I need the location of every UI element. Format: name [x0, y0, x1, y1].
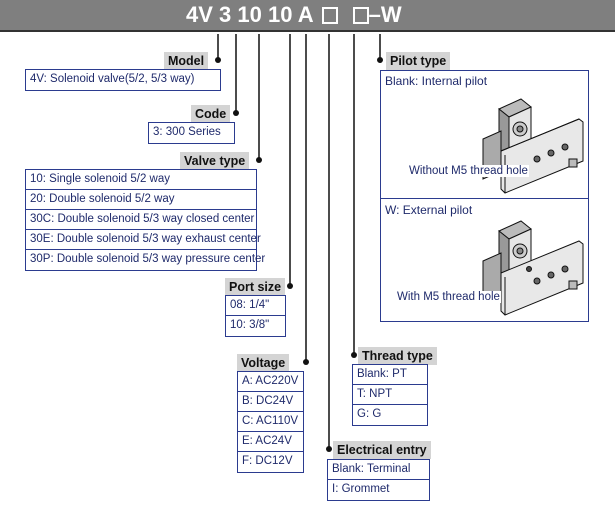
valve-type-item: 30E: Double solenoid 5/3 way exhaust cen…: [26, 230, 261, 250]
connector-dot-electrical-entry: [326, 446, 332, 452]
code-placeholder-box-1: [321, 6, 338, 24]
connector-dot-voltage: [303, 359, 309, 365]
thread-type-item: Blank: PT: [353, 365, 427, 385]
model-code-suffix: –W: [368, 2, 402, 27]
voltage-item: B: DC24V: [238, 392, 303, 412]
code-bar-underline: [0, 30, 615, 32]
electrical-entry-box: Blank: Terminal I: Grommet: [327, 459, 430, 501]
external-pilot-valve-image: [482, 220, 584, 316]
connector-dot-pilot-type: [377, 57, 383, 63]
thread-type-item: T: NPT: [353, 385, 427, 405]
internal-pilot-title: Blank: Internal pilot: [385, 74, 488, 88]
valve-type-item: 20: Double solenoid 5/2 way: [26, 190, 256, 210]
connector-dot-valve-type: [256, 157, 262, 163]
connector-dot-model: [215, 57, 221, 63]
port-size-item: 10: 3/8": [230, 319, 270, 331]
valve-type-header: Valve type: [180, 152, 250, 170]
pilot-type-box: Blank: Internal pilot Without M5 thread …: [380, 70, 589, 322]
electrical-entry-item: I: Grommet: [332, 483, 390, 495]
voltage-item: A: AC220V: [238, 372, 303, 392]
model-code: 4V 3 10 10 A –W: [186, 2, 402, 28]
electrical-entry-item: Blank: Terminal: [328, 460, 429, 480]
connector-dot-thread-type: [351, 352, 357, 358]
voltage-item: E: AC24V: [238, 432, 303, 452]
valve-type-box: 10: Single solenoid 5/2 way 20: Double s…: [25, 169, 266, 271]
model-code-prefix: 4V 3 10 10 A: [186, 2, 314, 27]
port-size-box: 08: 1/4" 10: 3/8": [225, 295, 286, 337]
voltage-item: C: AC110V: [238, 412, 303, 432]
valve-type-item: 10: Single solenoid 5/2 way: [26, 170, 256, 190]
port-size-header: Port size: [225, 278, 286, 296]
internal-pilot-valve-image: [482, 98, 584, 194]
code-placeholder-box-2: [352, 6, 369, 24]
connector-dot-port-size: [287, 283, 293, 289]
external-pilot-caption: With M5 thread hole: [396, 291, 501, 303]
code-item: 3: 300 Series: [153, 126, 221, 138]
valve-type-item: 30P: Double solenoid 5/3 way pressure ce…: [30, 253, 266, 265]
electrical-entry-header: Electrical entry: [333, 441, 431, 459]
thread-type-header: Thread type: [358, 347, 437, 365]
code-box: 3: 300 Series: [148, 122, 235, 144]
model-header: Model: [164, 52, 209, 70]
pilot-type-header: Pilot type: [386, 52, 451, 70]
external-pilot-title: W: External pilot: [385, 203, 473, 217]
valve-type-item: 30C: Double solenoid 5/3 way closed cent…: [26, 210, 256, 230]
thread-type-item: G: G: [357, 408, 382, 420]
voltage-header: Voltage: [237, 354, 290, 372]
model-item: 4V: Solenoid valve(5/2, 5/3 way): [30, 73, 195, 85]
code-bar: [0, 0, 615, 30]
thread-type-box: Blank: PT T: NPT G: G: [352, 364, 428, 426]
voltage-box: A: AC220V B: DC24V C: AC110V E: AC24V F:…: [237, 371, 304, 473]
pilot-type-divider: [381, 198, 588, 199]
port-size-item: 08: 1/4": [226, 296, 285, 316]
connector-dot-code: [233, 110, 239, 116]
code-header: Code: [191, 105, 231, 123]
voltage-item: F: DC12V: [242, 455, 293, 467]
internal-pilot-caption: Without M5 thread hole: [408, 165, 529, 177]
model-box: 4V: Solenoid valve(5/2, 5/3 way): [25, 69, 221, 91]
